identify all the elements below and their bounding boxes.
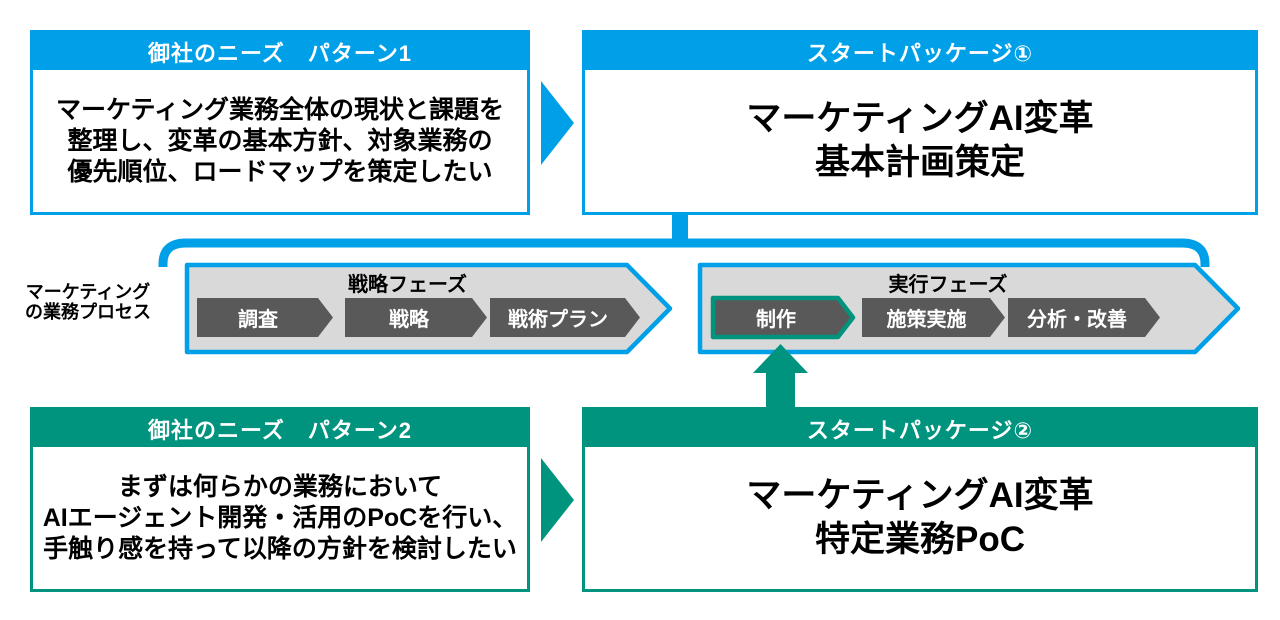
step-chevron-strategy [345, 298, 487, 337]
start-package2-body: マーケティングAI変革 特定業務PoC [746, 476, 1094, 559]
needs-pattern1-box: 御社のニーズ パターン1 マーケティング業務全体の現状と課題を 整理し、変革の基… [30, 30, 530, 215]
step-label-strategy: 戦略 [389, 309, 429, 331]
step-label-research: 調査 [238, 309, 278, 331]
arrow-right-icon-top [541, 81, 574, 165]
needs-pattern2-body: まずは何らかの業務において AIエージェント開発・活用のPoCを行い、 手触り感… [42, 472, 518, 563]
arrow-right-icon-bottom [541, 458, 574, 542]
step-label-production: 制作 [756, 309, 796, 331]
step-chevron-production-highlighted [710, 295, 856, 340]
needs-pattern2-box: 御社のニーズ パターン2 まずは何らかの業務において AIエージェント開発・活用… [30, 407, 530, 592]
start-package2-box: スタートパッケージ② マーケティングAI変革 特定業務PoC [582, 407, 1258, 592]
start-package1-header: スタートパッケージ① [585, 33, 1255, 70]
start-package2-header: スタートパッケージ② [585, 410, 1255, 447]
step-chevron-implementation [862, 298, 1005, 337]
step-label-tactical-plan: 戦術プラン [508, 309, 608, 331]
up-arrow-icon [753, 344, 808, 408]
needs-pattern1-header: 御社のニーズ パターン1 [33, 33, 527, 70]
strategy-phase-title: 戦略フェーズ [348, 273, 467, 296]
step-chevron-tactical-plan [490, 298, 640, 337]
step-label-analysis: 分析・改善 [1027, 309, 1127, 331]
step-label-implementation: 施策実施 [886, 309, 967, 331]
execution-phase-title: 実行フェーズ [888, 273, 1008, 296]
needs-pattern2-header: 御社のニーズ パターン2 [33, 410, 527, 447]
step-chevron-analysis [1008, 298, 1160, 337]
start-package1-body: マーケティングAI変革 基本計画策定 [746, 99, 1094, 182]
start-package1-box: スタートパッケージ① マーケティングAI変革 基本計画策定 [582, 30, 1258, 215]
bracket-stub-connector [672, 213, 688, 247]
step-chevron-research [197, 298, 333, 337]
process-label: マーケティング の業務プロセス [25, 282, 151, 322]
needs-pattern1-body: マーケティング業務全体の現状と課題を 整理し、変革の基本方針、対象業務の 優先順… [55, 95, 504, 186]
